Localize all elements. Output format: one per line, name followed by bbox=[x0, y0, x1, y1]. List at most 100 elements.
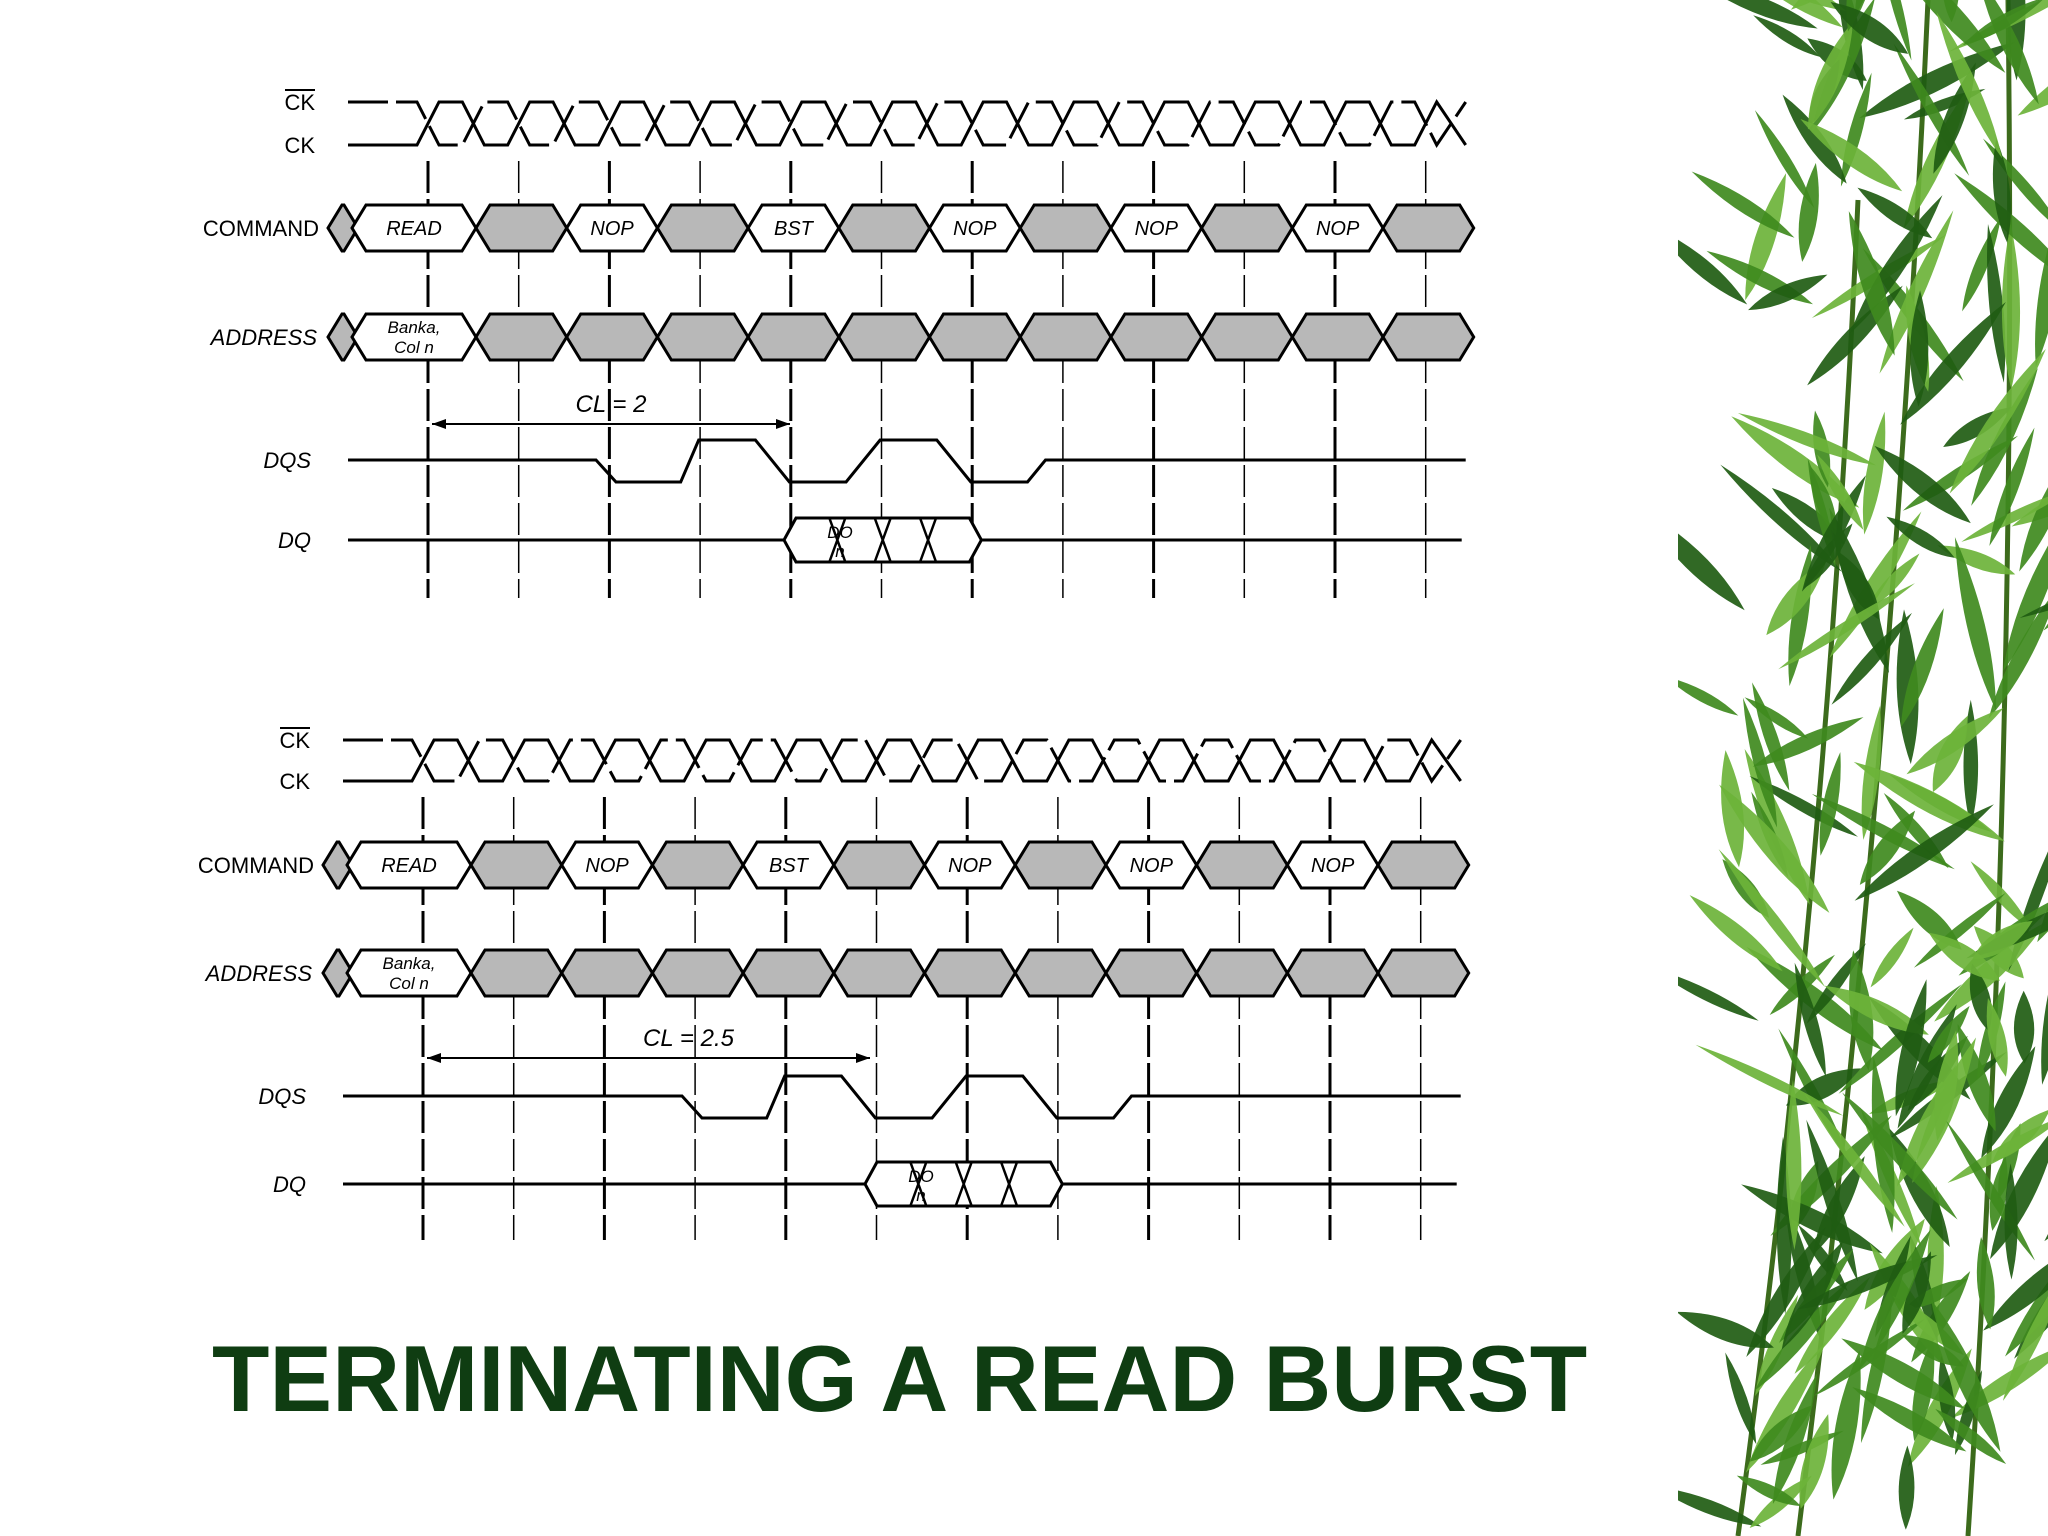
command-label-2: NOP bbox=[585, 855, 629, 877]
bamboo-decoration bbox=[1678, 0, 2048, 1536]
bamboo-leaf bbox=[1782, 94, 1847, 184]
address-value-line2: Col n bbox=[394, 338, 434, 357]
bamboo-leaf bbox=[1932, 715, 1968, 793]
bamboo-leaf bbox=[1737, 412, 1877, 466]
command-slot-idle bbox=[832, 840, 927, 890]
bamboo-leaf bbox=[1988, 586, 2048, 719]
bamboo-leaf bbox=[1954, 537, 1997, 711]
address-slot bbox=[746, 312, 841, 362]
address-slot bbox=[559, 948, 655, 998]
bamboo-leaf bbox=[1719, 784, 1830, 913]
latency-arrow: CL = 2 bbox=[432, 391, 790, 429]
bamboo-leaf bbox=[1766, 560, 1827, 636]
address-slot-idle bbox=[1013, 948, 1108, 998]
bamboo-leaf bbox=[1755, 1294, 1799, 1397]
command-label-1: READ bbox=[386, 218, 442, 240]
dq-transition bbox=[999, 1161, 1019, 1207]
address-slot-idle bbox=[832, 948, 927, 998]
address-slot-idle bbox=[1199, 312, 1295, 362]
bamboo-leaf bbox=[1977, 0, 2039, 105]
address-value-line2: Col n bbox=[389, 974, 429, 993]
address-slot-idle bbox=[1381, 312, 1476, 362]
bamboo-leaf bbox=[1753, 15, 1821, 57]
bamboo-leaf bbox=[1800, 118, 1903, 192]
bamboo-leaf bbox=[2002, 1264, 2048, 1401]
bamboo-leaf bbox=[1962, 0, 2046, 46]
command-slot-idle bbox=[655, 203, 750, 253]
dqs-wave bbox=[348, 438, 1466, 484]
ck-wave bbox=[348, 99, 1467, 147]
dqs-wave bbox=[343, 1074, 1461, 1120]
dq-transition bbox=[918, 517, 938, 563]
bamboo-leaf bbox=[1841, 1338, 1965, 1409]
bamboo-leaf bbox=[1989, 427, 2035, 546]
bamboo-leaf bbox=[1736, 1475, 1801, 1507]
dq-transition bbox=[828, 517, 847, 563]
bamboo-leaf bbox=[1870, 927, 1914, 988]
bamboo-leaf bbox=[1928, 932, 2000, 981]
bamboo-leaf bbox=[1900, 302, 2006, 425]
bamboo-leaf bbox=[1992, 1109, 2048, 1162]
bamboo-leaf bbox=[1971, 368, 2038, 506]
bamboo-leaf bbox=[1769, 954, 1835, 1015]
command-label-4: NOP bbox=[953, 218, 997, 240]
bamboo-leaf bbox=[1949, 349, 2046, 494]
address-slot bbox=[927, 312, 1022, 362]
command-slot-idle bbox=[1376, 840, 1471, 890]
bamboo-leaf bbox=[1785, 1080, 1802, 1251]
bamboo-leaf bbox=[1720, 464, 1842, 572]
ck-label: CK bbox=[284, 133, 315, 158]
bamboo-leaf bbox=[1695, 1044, 1844, 1116]
address-row: Banka,Col n bbox=[321, 948, 1471, 998]
address-slot bbox=[741, 948, 836, 998]
address-slot bbox=[1104, 948, 1199, 998]
command-slot-idle bbox=[474, 203, 569, 253]
bamboo-leaf bbox=[1695, 0, 1818, 29]
bamboo-leaf bbox=[2005, 1213, 2048, 1357]
bamboo-leaf bbox=[1754, 110, 1815, 209]
bamboo-leaf bbox=[1778, 583, 1916, 670]
bamboo-leaf bbox=[1859, 810, 1916, 885]
command-slot-idle bbox=[1194, 840, 1290, 890]
command-label-1: READ bbox=[381, 855, 437, 877]
bamboo-leaf bbox=[1725, 1352, 1757, 1445]
bamboo-leaf bbox=[1772, 1373, 1818, 1504]
ck-bar-label: CK bbox=[279, 728, 310, 753]
bamboo-leaf bbox=[1678, 508, 1745, 611]
bamboo-leaf bbox=[1930, 1299, 2001, 1452]
bamboo-leaf bbox=[2014, 990, 2035, 1064]
bamboo-leaf bbox=[1987, 223, 2006, 383]
bamboo-leaf bbox=[1992, 138, 2011, 243]
dq-row: DOn bbox=[348, 516, 1462, 564]
bamboo-leaf bbox=[1746, 1226, 1826, 1357]
bamboo-leaf bbox=[2041, 923, 2048, 1085]
bamboo-leaf bbox=[1810, 466, 1837, 536]
dq-label: DQ bbox=[273, 1172, 306, 1197]
bamboo-leaf bbox=[1852, 1387, 1967, 1452]
address-slot-idle bbox=[1018, 312, 1113, 362]
bamboo-leaf bbox=[1746, 946, 1884, 1051]
dq-transition bbox=[954, 1161, 973, 1207]
command-label-2: NOP bbox=[590, 218, 634, 240]
dq-value-line2: n bbox=[916, 1186, 925, 1205]
bamboo-leaf bbox=[2001, 223, 2021, 390]
bamboo-leaf bbox=[1976, 1236, 1995, 1330]
bamboo-leaf bbox=[1846, 0, 1877, 32]
bamboo-leaf bbox=[2004, 1163, 2018, 1280]
address-slot bbox=[1285, 948, 1380, 998]
bamboo-leaf bbox=[1970, 861, 2032, 930]
command-label-5: NOP bbox=[1135, 218, 1179, 240]
address-slot bbox=[1290, 312, 1385, 362]
bamboo-leaf bbox=[1754, 1280, 1850, 1391]
bamboo-leaf bbox=[1904, 88, 1986, 120]
bamboo-leaf bbox=[1906, 707, 2004, 775]
bamboo-leaf bbox=[1799, 1414, 1829, 1509]
ck-label: CK bbox=[279, 769, 310, 794]
address-slot-idle bbox=[469, 948, 564, 998]
dqs-label: DQS bbox=[258, 1084, 306, 1109]
bamboo-leaf bbox=[1678, 226, 1748, 305]
dq-value-line2: n bbox=[835, 542, 844, 561]
bamboo-leaf bbox=[1678, 1485, 1762, 1527]
